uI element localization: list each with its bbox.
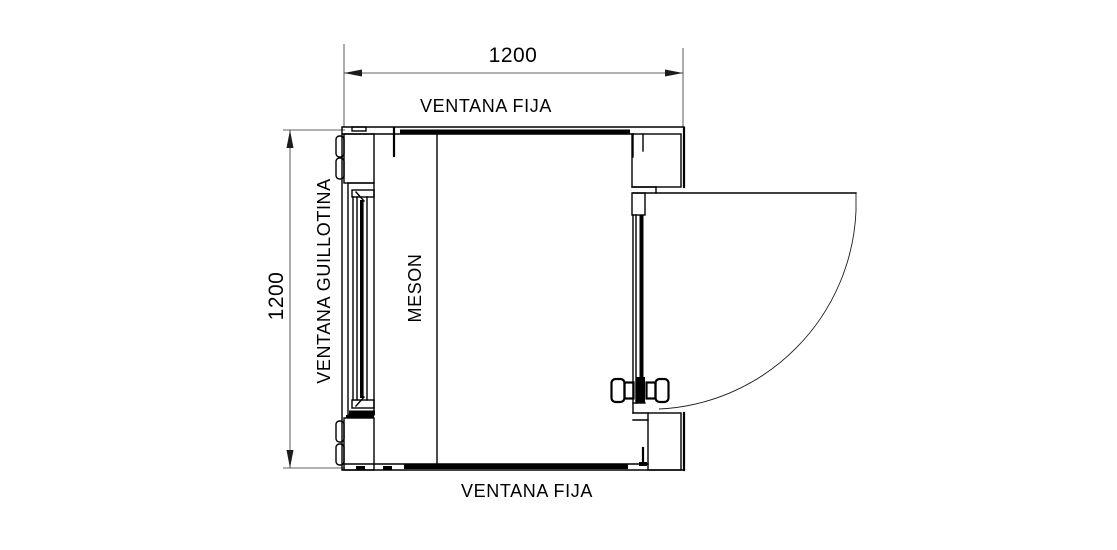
sash-tick	[355, 396, 365, 407]
dimension-height: 1200	[265, 129, 345, 469]
corner-post	[343, 133, 375, 184]
glass-pane	[404, 464, 628, 469]
top-window-label: VENTANA FIJA	[420, 96, 552, 116]
door-knob-outside	[610, 377, 626, 404]
door-knob-neck	[623, 381, 635, 400]
post-cap	[335, 420, 345, 443]
window-head	[351, 189, 375, 198]
frame-clip	[383, 466, 392, 470]
right-wall-door	[610, 126, 686, 472]
door-leaf-glass	[639, 215, 644, 403]
corner-post	[631, 133, 682, 188]
door-knob-inside	[654, 377, 670, 404]
door-swing	[632, 192, 857, 410]
frame-clip	[639, 462, 647, 466]
top-wall-fixed-window	[342, 126, 685, 158]
door-swing-arc	[658, 210, 857, 410]
left-wall-guillotine-window	[335, 126, 375, 471]
door-frame-block	[631, 192, 646, 216]
arrow-down-icon	[286, 450, 294, 468]
sash-glass	[360, 200, 364, 398]
dimension-width: 1200	[343, 44, 684, 127]
corner-post	[647, 412, 682, 471]
frame-notch	[351, 126, 367, 132]
sill-bar	[349, 410, 375, 415]
left-window-label: VENTANA GUILLOTINA	[314, 178, 334, 384]
window-sill	[351, 399, 375, 409]
dimension-width-value: 1200	[489, 44, 538, 67]
bottom-window-label: VENTANA FIJA	[461, 481, 593, 501]
sash-tick	[355, 191, 365, 202]
bottom-wall-fixed-window	[342, 446, 685, 471]
post-edge	[346, 415, 374, 419]
door-lock-body	[636, 377, 645, 403]
corner-post	[343, 417, 375, 471]
counter-label: MESON	[405, 253, 425, 322]
door-knob-neck	[645, 381, 657, 400]
frame-clip	[356, 466, 365, 470]
plan-labels: VENTANA FIJA VENTANA FIJA VENTANA GUILLO…	[314, 96, 593, 501]
post-cap	[335, 157, 345, 180]
post-cap	[335, 135, 345, 158]
dimension-height-value: 1200	[265, 272, 288, 321]
post-cap	[335, 443, 345, 466]
glass-pane	[400, 129, 630, 135]
arrow-left-icon	[344, 69, 362, 77]
arrow-right-icon	[665, 69, 683, 77]
arrow-up-icon	[286, 130, 294, 148]
